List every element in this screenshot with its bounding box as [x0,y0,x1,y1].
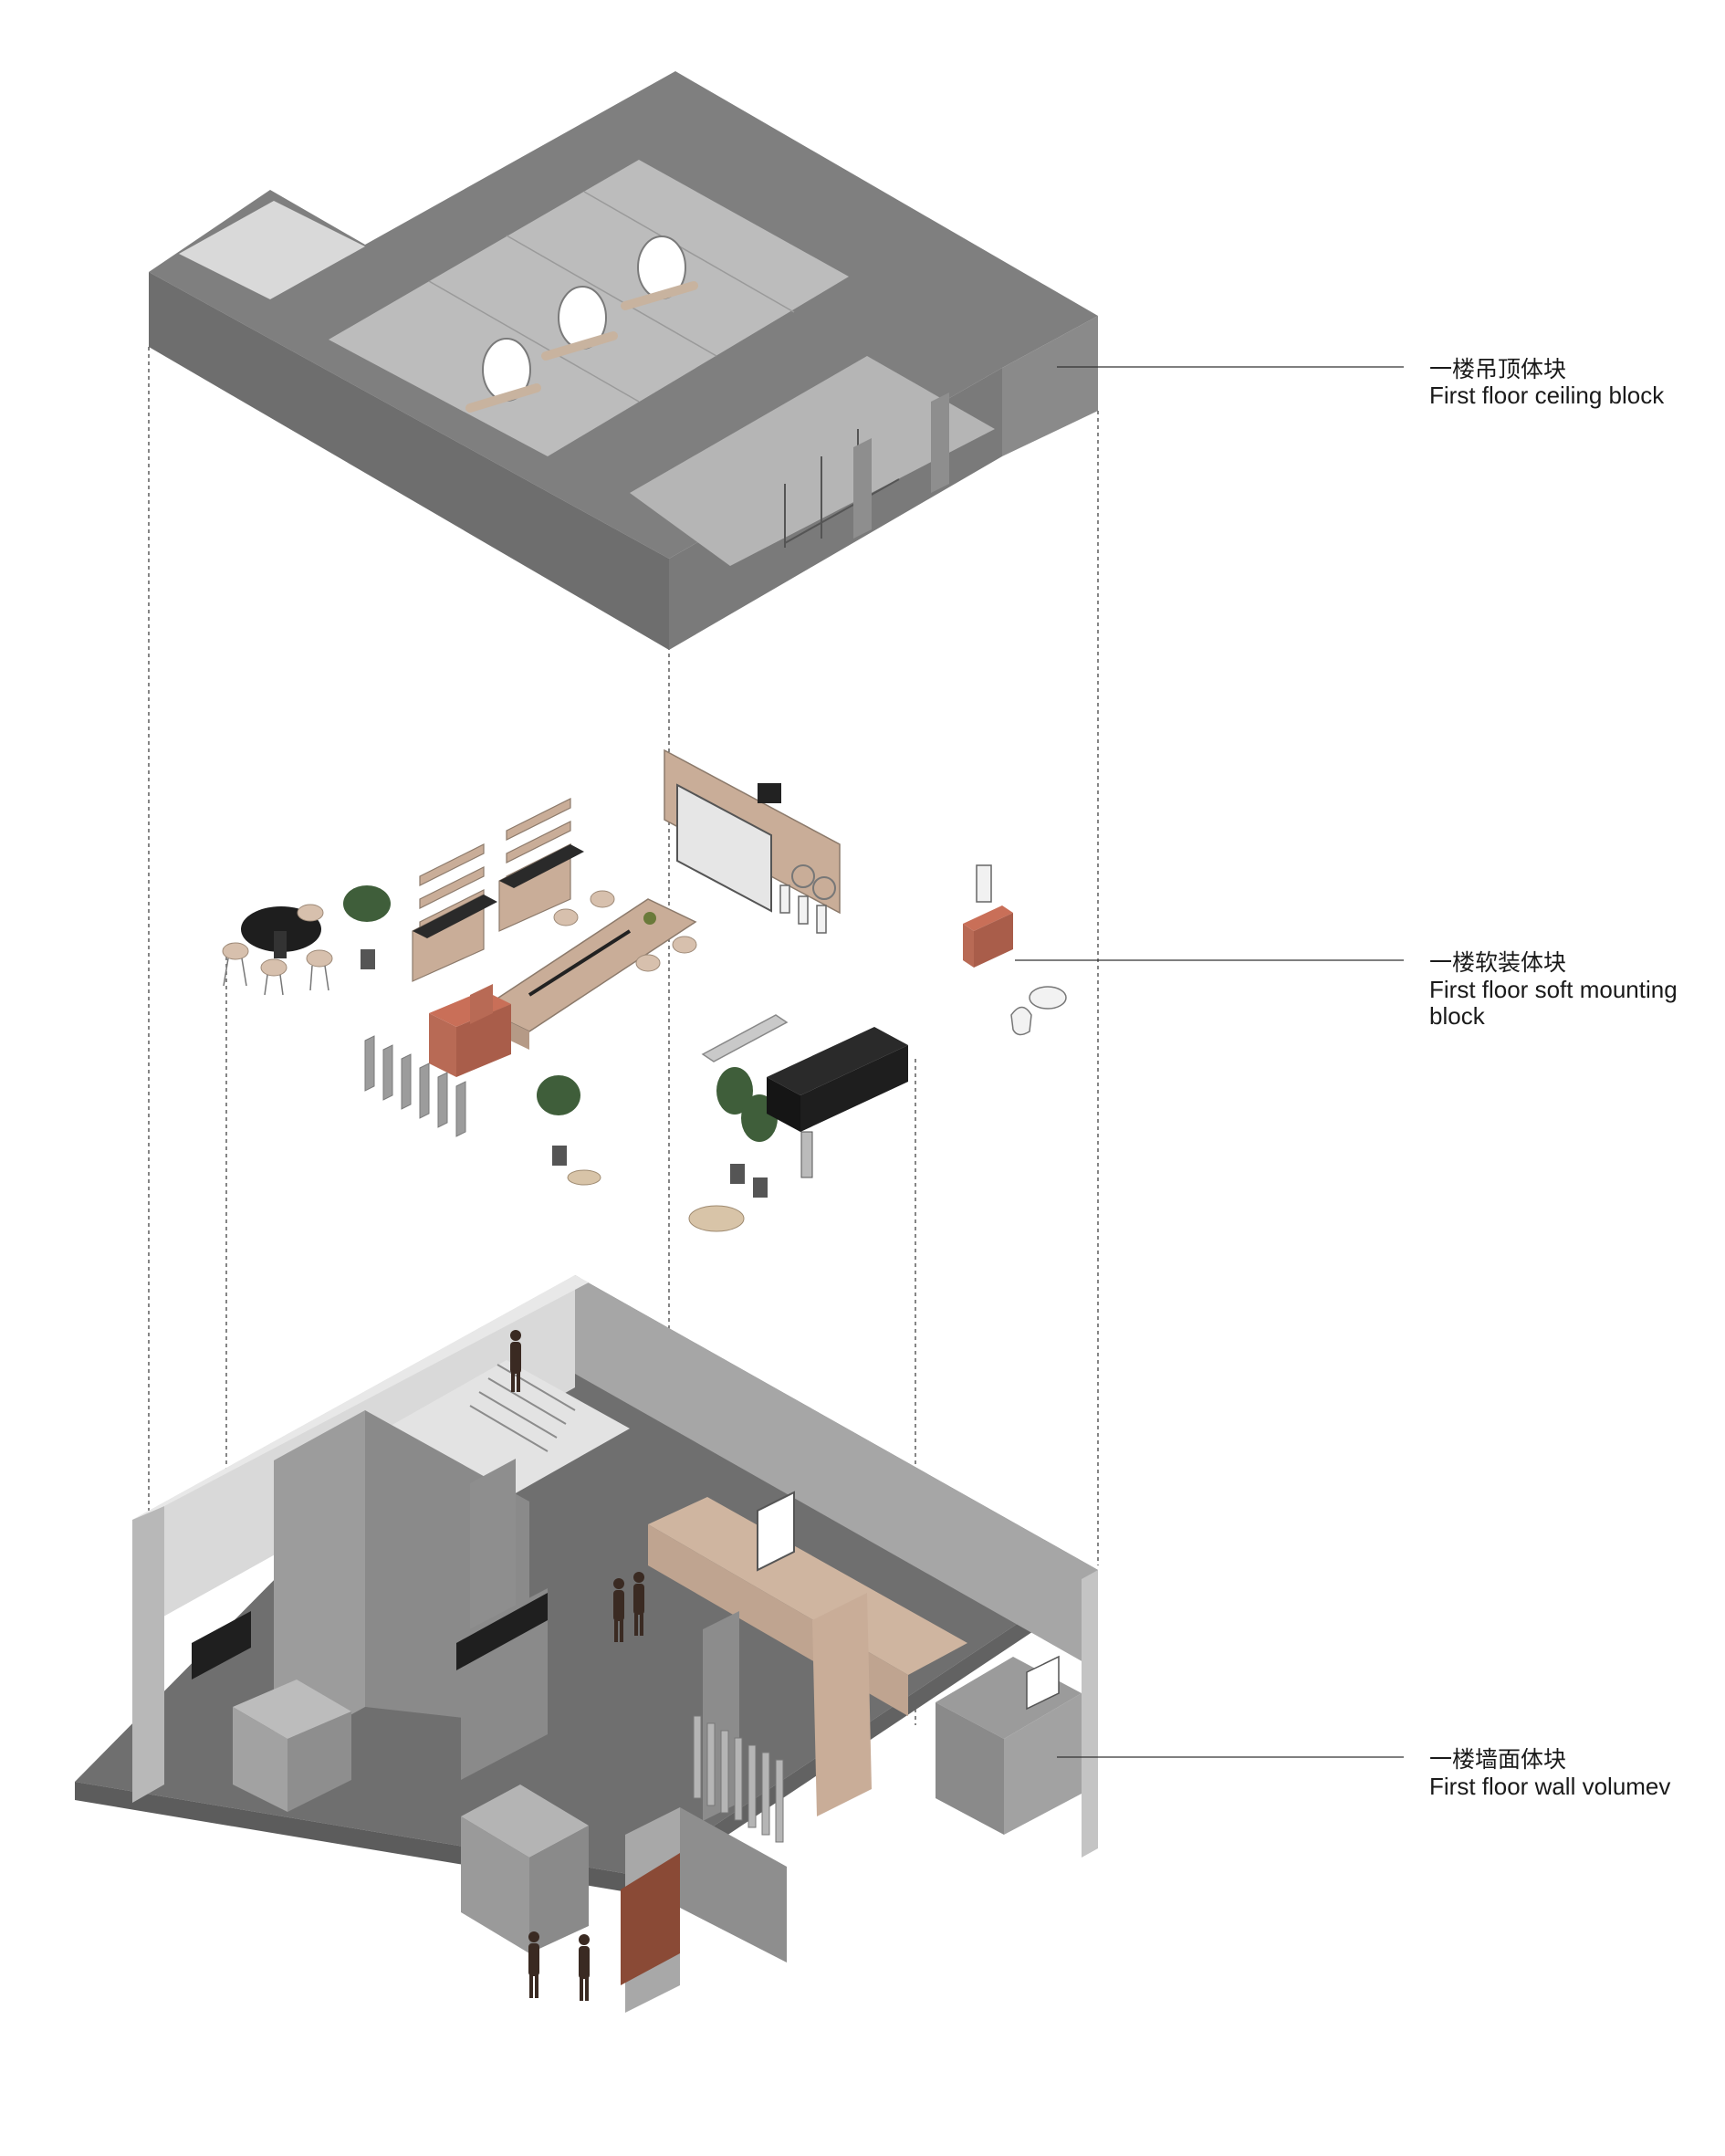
central-partition [274,1410,548,1780]
outer-wall-left-top [132,1275,589,1520]
shelving-units [412,798,584,982]
display-wall [664,748,841,934]
ceiling-block [149,71,1098,650]
ceiling-partitions [428,191,795,403]
sanitary-fixture [1010,986,1067,1036]
round-table-set [222,904,333,996]
front-block-left [233,1680,351,1812]
ceiling-beams [465,281,698,413]
label-soft-en-1: First floor soft mounting [1429,976,1678,1003]
ceiling-round-openings [482,235,686,402]
bathroom-box [936,1655,1082,1835]
ceiling-left-face [149,272,669,650]
meeting-chairs [553,890,697,972]
label-wall: 一楼墙面体块 First floor wall volumev [1429,1747,1670,1800]
stones [567,1169,745,1232]
left-slot-window [192,1611,251,1680]
label-soft-zh: 一楼软装体块 [1429,950,1566,976]
partition-panels [364,1035,466,1137]
label-wall-en: First floor wall volumev [1429,1773,1670,1800]
figure-stair [510,1330,521,1392]
outer-wall-right [1082,1570,1098,1858]
slatted-screen [693,1715,784,1843]
figure-pair-front [528,1931,590,2001]
ceiling-recess-lower [630,356,995,566]
ceiling-pillars [853,392,949,539]
human-figures [510,1330,644,2001]
wood-door [621,1853,680,1985]
label-ceiling: 一楼吊顶体块 First floor ceiling block [1429,357,1665,409]
outer-wall-left [132,1506,164,1803]
bench [701,1014,789,1062]
black-island [767,1027,908,1178]
soft-furnishing-block [222,748,1067,1232]
label-ceiling-en: First floor ceiling block [1429,382,1665,409]
potted-plants [343,885,778,1198]
wall-volume-block [75,1275,1098,2013]
label-ceiling-zh: 一楼吊顶体块 [1429,357,1566,382]
label-soft-en-2: block [1429,1002,1486,1030]
label-soft: 一楼软装体块 First floor soft mounting block [1429,950,1678,1030]
ceiling-corner-block [1002,316,1098,456]
reception-desk [429,984,511,1077]
meeting-table [480,898,697,1050]
side-cabinet [963,864,1013,968]
wood-cabinet-area [648,1491,967,1816]
leader-lines [1015,366,1404,1758]
figure-pair-mid [613,1572,644,1642]
ceiling-cutout [179,201,365,299]
entrance-block [461,1784,787,2013]
back-wall-right [575,1275,1098,1670]
label-wall-zh: 一楼墙面体块 [1429,1747,1566,1773]
